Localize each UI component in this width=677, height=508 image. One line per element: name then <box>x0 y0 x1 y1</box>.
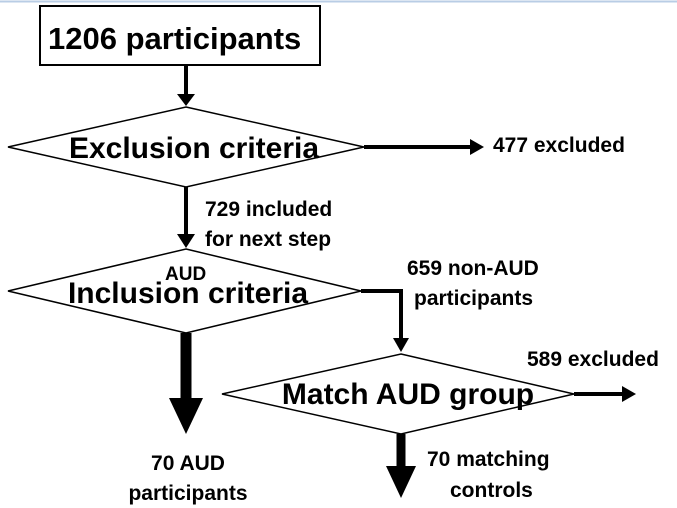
match-aud-group-label: Match AUD group <box>282 378 534 411</box>
arrowhead-match-to-controls <box>386 466 416 498</box>
included-line2-label: for next step <box>205 228 331 251</box>
arrow-inclusion-to-match <box>361 289 403 340</box>
start-box-label: 1206 participants <box>48 21 301 56</box>
inclusion-aud-tag: AUD <box>165 264 206 285</box>
controls-line1-label: 70 matching <box>427 448 550 471</box>
start-box <box>39 5 321 66</box>
arrowhead-to-excluded-first <box>470 139 484 155</box>
inclusion-criteria-label: Inclusion criteria <box>68 277 308 310</box>
aud-line2-label: participants <box>128 482 247 505</box>
controls-line2-label: controls <box>450 479 533 502</box>
excluded-first-label: 477 excluded <box>493 134 625 157</box>
included-line1-label: 729 included <box>205 198 332 221</box>
arrowhead-inclusion-to-aud <box>169 398 203 434</box>
arrowhead-exclusion-to-inclusion <box>177 234 195 248</box>
aud-line1-label: 70 AUD <box>151 452 225 475</box>
arrowhead-start-to-exclusion <box>177 94 195 106</box>
exclusion-criteria-label: Exclusion criteria <box>69 132 319 165</box>
non-aud-line1-label: 659 non-AUD <box>407 257 539 280</box>
arrowhead-inclusion-to-match <box>393 338 409 352</box>
non-aud-line2-label: participants <box>414 287 533 310</box>
arrowhead-to-excluded-second <box>622 386 636 402</box>
excluded-second-label: 589 excluded <box>527 348 659 371</box>
